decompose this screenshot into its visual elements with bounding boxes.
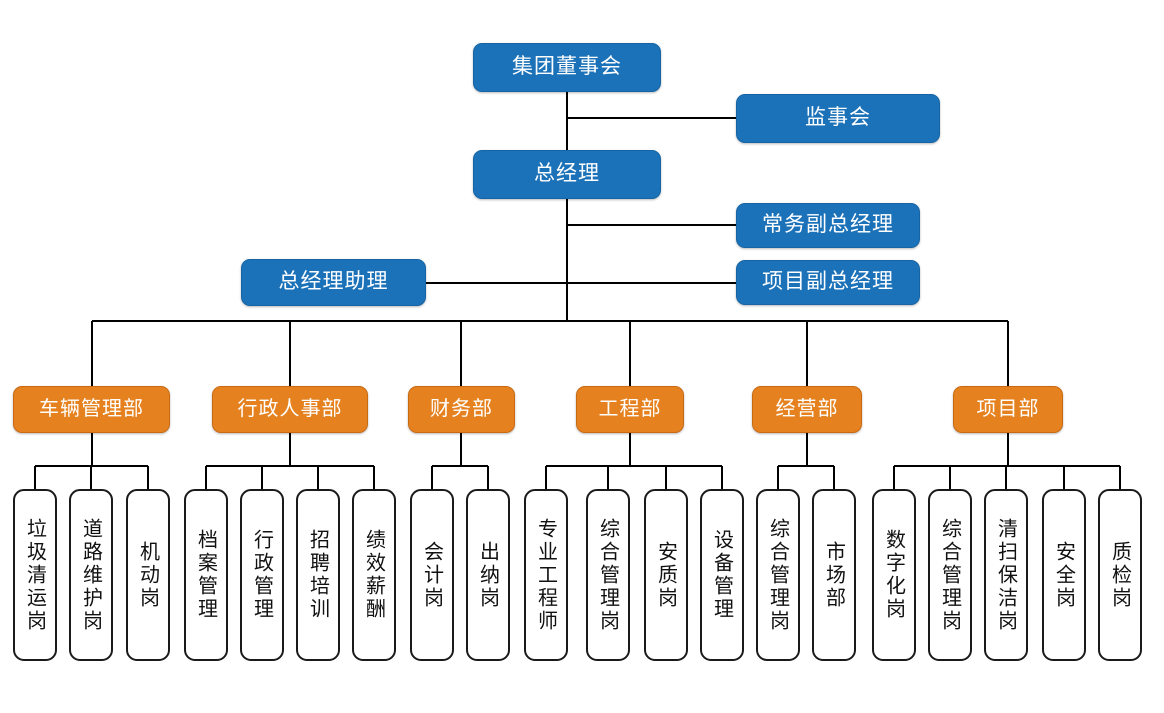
gm-assistant-node[interactable]: 总经理助理 — [241, 259, 426, 306]
dept-finance-node-label: 财务部 — [430, 398, 493, 420]
post-quality-node[interactable]: 质检岗 — [1098, 489, 1142, 661]
post-cashier-node-label: 出纳岗 — [476, 540, 501, 610]
post-eng-gen-node[interactable]: 综合管理岗 — [586, 489, 630, 661]
dept-finance-node[interactable]: 财务部 — [408, 386, 515, 433]
project-vgm-node[interactable]: 项目副总经理 — [736, 260, 920, 305]
dept-admin-node-label: 行政人事部 — [237, 398, 343, 420]
post-clean-node-label: 清扫保洁岗 — [994, 517, 1019, 633]
board-node-label: 集团董事会 — [512, 55, 622, 79]
dept-project-node-label: 项目部 — [976, 398, 1040, 420]
exec-vgm-node-label: 常务副总经理 — [762, 213, 894, 237]
exec-vgm-node[interactable]: 常务副总经理 — [736, 203, 920, 248]
post-equip-node[interactable]: 设备管理 — [700, 489, 744, 661]
dept-vehicle-node-label: 车辆管理部 — [39, 398, 144, 420]
post-eng-gen-node-label: 综合管理岗 — [596, 517, 621, 633]
gm-assistant-node-label: 总经理助理 — [278, 270, 389, 294]
post-proj-gen-node[interactable]: 综合管理岗 — [928, 489, 972, 661]
post-archive-node[interactable]: 档案管理 — [184, 489, 228, 661]
post-road-node[interactable]: 道路维护岗 — [69, 489, 113, 661]
dept-project-node[interactable]: 项目部 — [953, 386, 1063, 433]
board-node[interactable]: 集团董事会 — [473, 43, 661, 92]
gm-node-label: 总经理 — [534, 162, 600, 186]
post-salary-node-label: 绩效薪酬 — [362, 529, 387, 621]
post-adminmgmt-node[interactable]: 行政管理 — [240, 489, 284, 661]
supervisors-node[interactable]: 监事会 — [736, 94, 940, 143]
post-digital-node[interactable]: 数字化岗 — [872, 489, 916, 661]
dept-ops-node-label: 经营部 — [775, 398, 839, 420]
post-recruit-node-label: 招聘培训 — [306, 529, 331, 621]
post-safety-q-node-label: 安质岗 — [654, 540, 679, 610]
dept-eng-node[interactable]: 工程部 — [576, 386, 684, 433]
post-recruit-node[interactable]: 招聘培训 — [296, 489, 340, 661]
post-ops-gen-node-label: 综合管理岗 — [766, 517, 791, 633]
post-safety-node[interactable]: 安全岗 — [1042, 489, 1086, 661]
post-cashier-node[interactable]: 出纳岗 — [466, 489, 510, 661]
post-equip-node-label: 设备管理 — [710, 529, 735, 621]
post-clean-node[interactable]: 清扫保洁岗 — [984, 489, 1028, 661]
gm-node[interactable]: 总经理 — [473, 150, 661, 199]
post-proj-gen-node-label: 综合管理岗 — [938, 517, 963, 633]
post-market-node-label: 市场部 — [822, 540, 847, 610]
post-market-node[interactable]: 市场部 — [812, 489, 856, 661]
supervisors-node-label: 监事会 — [805, 106, 871, 130]
post-garbage-node[interactable]: 垃圾清运岗 — [13, 489, 57, 661]
dept-vehicle-node[interactable]: 车辆管理部 — [13, 386, 170, 433]
post-digital-node-label: 数字化岗 — [882, 529, 907, 621]
post-road-node-label: 道路维护岗 — [79, 517, 104, 633]
post-engineer-node[interactable]: 专业工程师 — [524, 489, 568, 661]
post-archive-node-label: 档案管理 — [194, 529, 219, 621]
project-vgm-node-label: 项目副总经理 — [762, 270, 894, 294]
post-account-node-label: 会计岗 — [420, 540, 445, 610]
post-safety-q-node[interactable]: 安质岗 — [644, 489, 688, 661]
post-mobile-node[interactable]: 机动岗 — [126, 489, 170, 661]
dept-ops-node[interactable]: 经营部 — [752, 386, 862, 433]
post-quality-node-label: 质检岗 — [1108, 540, 1133, 610]
post-safety-node-label: 安全岗 — [1052, 540, 1077, 610]
dept-eng-node-label: 工程部 — [598, 398, 662, 420]
post-mobile-node-label: 机动岗 — [136, 540, 161, 610]
post-ops-gen-node[interactable]: 综合管理岗 — [756, 489, 800, 661]
post-adminmgmt-node-label: 行政管理 — [250, 529, 275, 621]
post-garbage-node-label: 垃圾清运岗 — [23, 517, 48, 633]
post-salary-node[interactable]: 绩效薪酬 — [352, 489, 396, 661]
dept-admin-node[interactable]: 行政人事部 — [212, 386, 368, 433]
post-engineer-node-label: 专业工程师 — [534, 517, 559, 633]
post-account-node[interactable]: 会计岗 — [410, 489, 454, 661]
